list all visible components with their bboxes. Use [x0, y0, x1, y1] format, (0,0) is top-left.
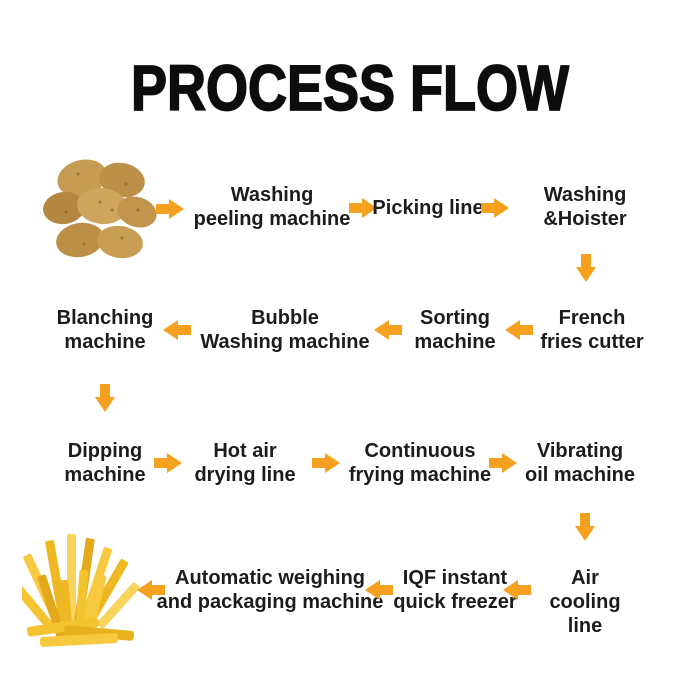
arrow-head [362, 198, 377, 218]
arrow-head [502, 453, 517, 473]
step-vibrating-oil-machine: Vibrating oil machine [524, 440, 636, 486]
flow-arrow-left-icon [365, 580, 393, 600]
arrow-shaft [349, 203, 362, 213]
arrow-head [169, 199, 184, 219]
flow-arrow-left-icon [137, 580, 165, 600]
arrow-head [505, 320, 520, 340]
arrow-head [374, 320, 389, 340]
arrow-shaft [312, 458, 325, 468]
arrow-head [494, 198, 509, 218]
arrow-shaft [481, 203, 494, 213]
arrow-shaft [178, 325, 191, 335]
flow-arrow-left-icon [503, 580, 531, 600]
step-bubble-washing-machine: Bubble Washing machine [200, 307, 370, 353]
french-fries-illustration [13, 534, 140, 647]
arrow-head [95, 397, 115, 412]
arrow-head [325, 453, 340, 473]
arrow-head [576, 267, 596, 282]
arrow-shaft [156, 204, 169, 214]
arrow-shaft [100, 384, 110, 397]
step-blanching-machine: Blanching machine [56, 307, 154, 353]
arrow-shaft [581, 254, 591, 267]
arrow-head [167, 453, 182, 473]
step-dipping-machine: Dipping machine [64, 440, 146, 486]
flow-arrow-right-icon [156, 199, 184, 219]
arrow-shaft [580, 513, 590, 526]
step-picking-line: Picking line [372, 197, 484, 219]
arrow-shaft [518, 585, 531, 595]
flow-arrow-down-icon [575, 513, 595, 541]
flow-arrow-down-icon [95, 384, 115, 412]
step-sorting-machine: Sorting machine [414, 307, 496, 353]
potatoes-illustration [43, 159, 157, 259]
arrow-shaft [520, 325, 533, 335]
arrow-head [365, 580, 380, 600]
flow-arrow-down-icon [576, 254, 596, 282]
arrow-shaft [380, 585, 393, 595]
arrow-shaft [389, 325, 402, 335]
step-automatic-weighing-packaging-machine: Automatic weighing and packaging machine [156, 567, 384, 613]
step-hot-air-drying-line: Hot air drying line [194, 440, 296, 486]
flow-arrow-right-icon [481, 198, 509, 218]
flow-arrow-right-icon [154, 453, 182, 473]
step-iqf-instant-quick-freezer: IQF instant quick freezer [393, 567, 517, 613]
flow-arrow-right-icon [489, 453, 517, 473]
step-air-cooling-line: Air cooling line [549, 567, 621, 637]
arrow-shaft [152, 585, 165, 595]
flow-arrow-right-icon [312, 453, 340, 473]
arrow-shaft [154, 458, 167, 468]
step-continuous-frying-machine: Continuous frying machine [348, 440, 492, 486]
step-french-fries-cutter: French fries cutter [540, 307, 644, 353]
flow-arrow-left-icon [163, 320, 191, 340]
arrow-head [137, 580, 152, 600]
arrow-head [163, 320, 178, 340]
flow-arrow-left-icon [374, 320, 402, 340]
arrow-shaft [489, 458, 502, 468]
page-title: PROCESS FLOW [130, 52, 570, 125]
flow-arrow-left-icon [505, 320, 533, 340]
arrow-head [575, 526, 595, 541]
step-washing-hoister: Washing &Hoister [543, 184, 627, 230]
flow-arrow-right-icon [349, 198, 377, 218]
french-fries-image [13, 522, 140, 657]
step-washing-peeling-machine: Washing peeling machine [193, 184, 351, 230]
arrow-head [503, 580, 518, 600]
potatoes-image [42, 148, 162, 277]
